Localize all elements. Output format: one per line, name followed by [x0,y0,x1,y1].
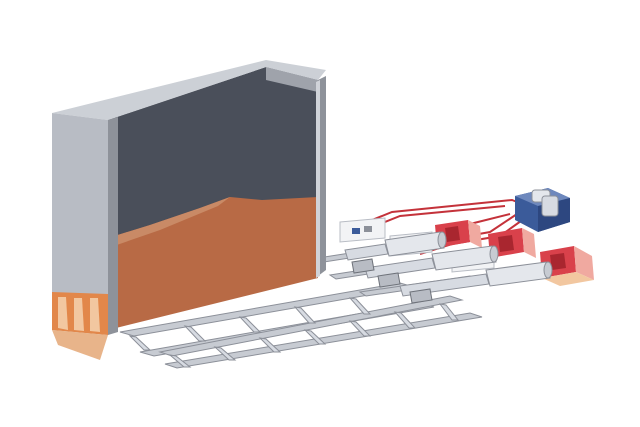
sliding-frame-rungs [128,297,460,368]
power-unit-motor [541,195,559,217]
bunker-right-wall-edge [316,80,320,278]
bulk-material-highlight [108,197,230,248]
bunker [52,60,326,360]
crosshead-bracket [377,272,401,288]
control-valve [339,217,386,243]
discharge-opening [52,292,108,360]
sliding-frame [119,247,483,369]
crosshead-brackets [351,258,433,304]
hydraulic-cylinder [344,231,447,261]
sliding-frame-front [128,295,483,369]
bunker-right-wall-inner [266,67,318,92]
bunker-left-wall-side [108,117,118,335]
bunker-top-rim [52,60,326,120]
bulk-material [108,197,318,330]
hydraulic-cylinder [364,245,499,279]
power-unit [515,188,570,232]
crosshead-bracket [351,258,375,274]
bunker-left-wall [52,113,108,335]
crosshead-bracket [409,288,433,304]
